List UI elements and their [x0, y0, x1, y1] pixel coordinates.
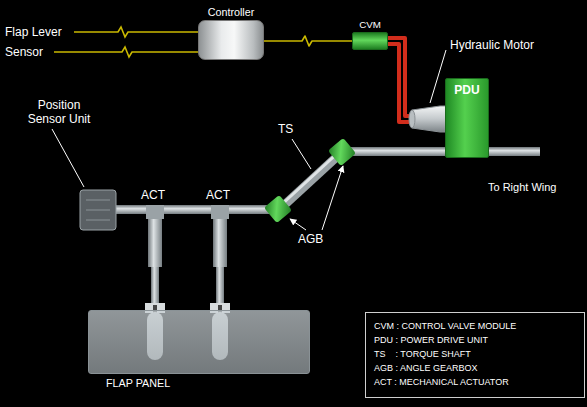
illustration-part [409, 110, 415, 128]
control-valve-box: CVM [348, 17, 392, 50]
controller-box: Controller [198, 4, 264, 60]
power-drive-box: PDU [445, 78, 489, 158]
illustration-part [213, 219, 227, 267]
illustration-part [211, 205, 229, 219]
leader-lines [52, 50, 446, 230]
part-label: Hydraulic Motor [450, 38, 534, 52]
node-text: CVM [348, 17, 392, 32]
illustration-part [264, 195, 292, 223]
part-label: AGB [298, 232, 323, 246]
node-shape [352, 32, 388, 50]
illustration-part [146, 205, 164, 219]
illustration-part [148, 219, 162, 267]
illustration-part [114, 205, 274, 214]
illustration-part [86, 210, 110, 211]
illustration-part [292, 139, 311, 169]
illustration-part [340, 147, 540, 156]
illustration-part [74, 27, 198, 37]
part-label: ACT [141, 188, 165, 202]
abbreviation-box: CVM : CONTROL VALVE MODULEPDU : POWER DR… [365, 312, 585, 398]
illustration-part [290, 219, 306, 230]
illustration-part [216, 267, 224, 305]
angle-gearboxes [264, 138, 356, 223]
input-wires [54, 27, 198, 57]
signal-wire [264, 36, 352, 46]
illustration-part [54, 47, 198, 57]
illustration-part [280, 152, 342, 209]
illustration-part [80, 190, 116, 230]
node-text: CVM : CONTROL VALVE MODULE [374, 320, 576, 334]
node-shape: CVM : CONTROL VALVE MODULEPDU : POWER DR… [365, 312, 585, 398]
illustration-part [328, 138, 356, 166]
input-label: Sensor [5, 45, 43, 59]
position-sensor-unit [80, 190, 116, 230]
illustration-part [151, 267, 159, 305]
part-label: TS [278, 122, 293, 136]
node-shape [88, 310, 310, 374]
illustration-part [412, 106, 447, 132]
node-text: TS : TORQUE SHAFT [374, 348, 576, 362]
node-shape [198, 20, 264, 60]
flap-panel: FLAP PANEL [88, 310, 310, 392]
illustration-part [86, 200, 110, 201]
node-text: FLAP PANEL [88, 374, 310, 392]
node-text: ACT : MECHANICAL ACTUATOR [374, 376, 576, 390]
part-label: ACT [206, 188, 230, 202]
node-text: PDU : POWER DRIVE UNIT [374, 334, 576, 348]
direction-note: To Right Wing [488, 180, 556, 194]
node-text: PDU [446, 83, 488, 99]
illustration-part [430, 50, 446, 103]
input-label: Flap Lever [5, 25, 62, 39]
node-shape: PDU [445, 78, 489, 158]
connector-path [388, 38, 445, 116]
connector-path [264, 36, 352, 46]
illustration-part [322, 166, 343, 230]
illustration-part [86, 220, 110, 221]
node-text: AGB : ANGLE GEARBOX [374, 362, 576, 376]
part-label: Position Sensor Unit [20, 98, 98, 126]
hydraulic-motor [409, 106, 447, 132]
node-text: Controller [198, 4, 264, 20]
illustration-part [52, 129, 84, 187]
illustration-part [279, 150, 341, 207]
